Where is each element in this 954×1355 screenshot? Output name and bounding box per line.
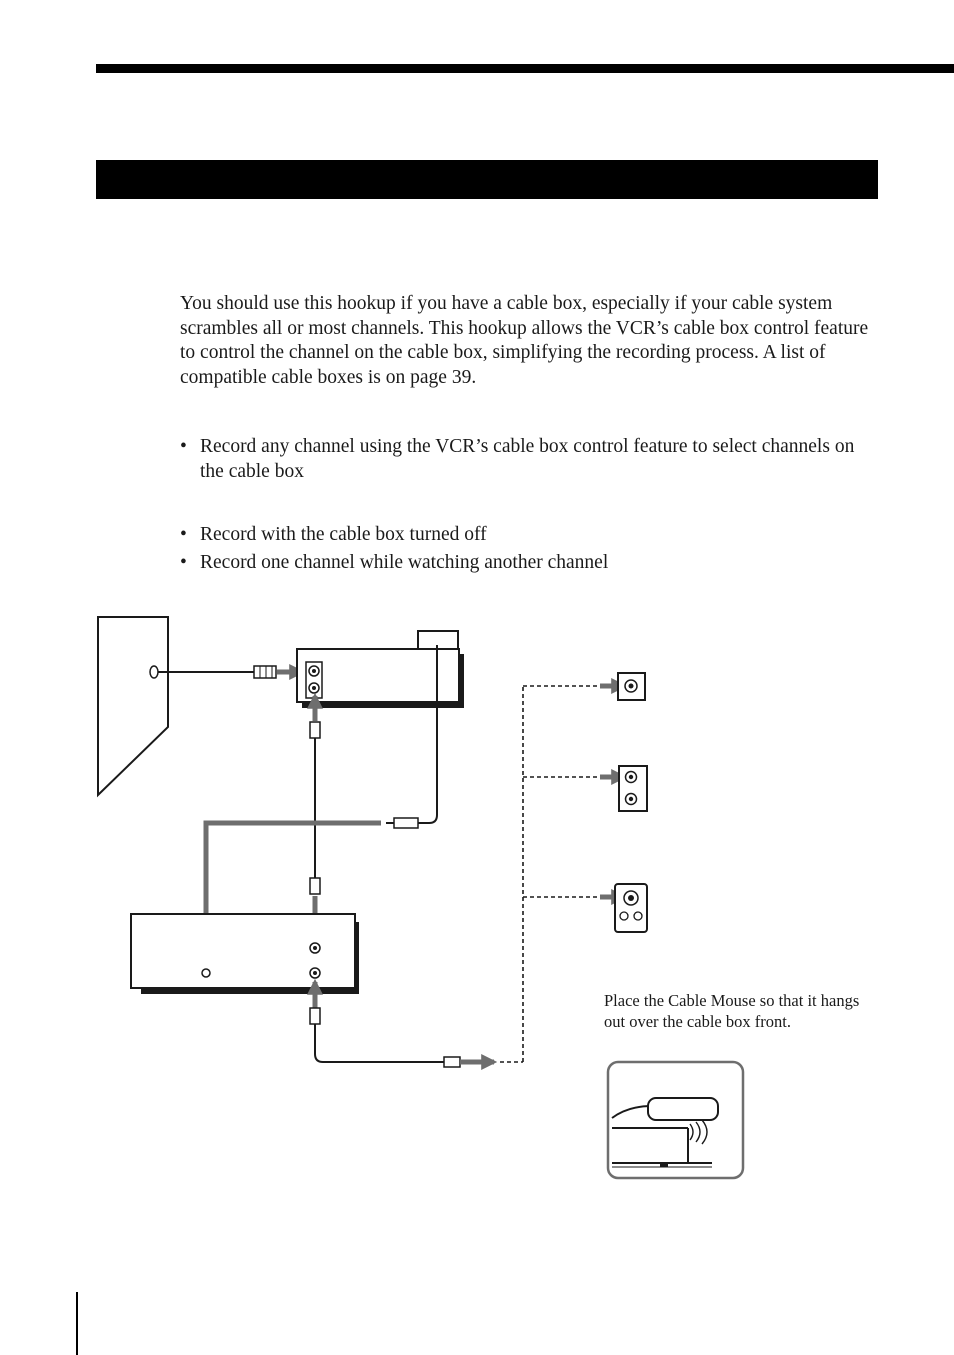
- bullet-list-can-do: • Record any channel using the VCR’s cabl…: [180, 435, 880, 487]
- cable-mouse-inset: [606, 1060, 745, 1180]
- bullet-text: Record with the cable box turned off: [200, 524, 487, 545]
- wall-outlet-drawing: [97, 616, 306, 798]
- vcr-out-cable: [306, 978, 498, 1071]
- bullet-dot: •: [180, 524, 187, 545]
- hookup-diagram: [97, 616, 745, 1180]
- tv-input-single-jack: [600, 672, 646, 701]
- bullet-item: • Record any channel using the VCR’s cabl…: [180, 435, 880, 484]
- tv-input-branches: [500, 685, 600, 1063]
- vcr-drawing: [130, 913, 359, 994]
- page-edge-rule: [76, 1292, 78, 1355]
- cable-mouse-caption: Place the Cable Mouse so that it hangs o…: [604, 991, 860, 1031]
- bullet-item: • Record one channel while watching anoth…: [180, 551, 880, 576]
- bullet-dot: •: [180, 436, 187, 457]
- section-title-bar: [96, 160, 878, 199]
- cable-mouse-wire: [386, 645, 438, 829]
- bullet-dot: •: [180, 551, 187, 573]
- top-rule: [96, 64, 954, 73]
- tv-input-double-jack: [600, 765, 648, 812]
- cable-box-drawing: [296, 630, 464, 708]
- bullet-list-cannot-do: • Record with the cable box turned off • R…: [180, 523, 880, 578]
- bullet-text: Record one channel while watching anothe…: [200, 551, 609, 573]
- bullet-item: • Record with the cable box turned off: [180, 523, 880, 548]
- intro-paragraph: You should use this hookup if you have a…: [180, 293, 869, 388]
- tv-input-combo-jack: [600, 883, 648, 933]
- bullet-text: Record any channel using the VCR’s cable…: [200, 436, 855, 482]
